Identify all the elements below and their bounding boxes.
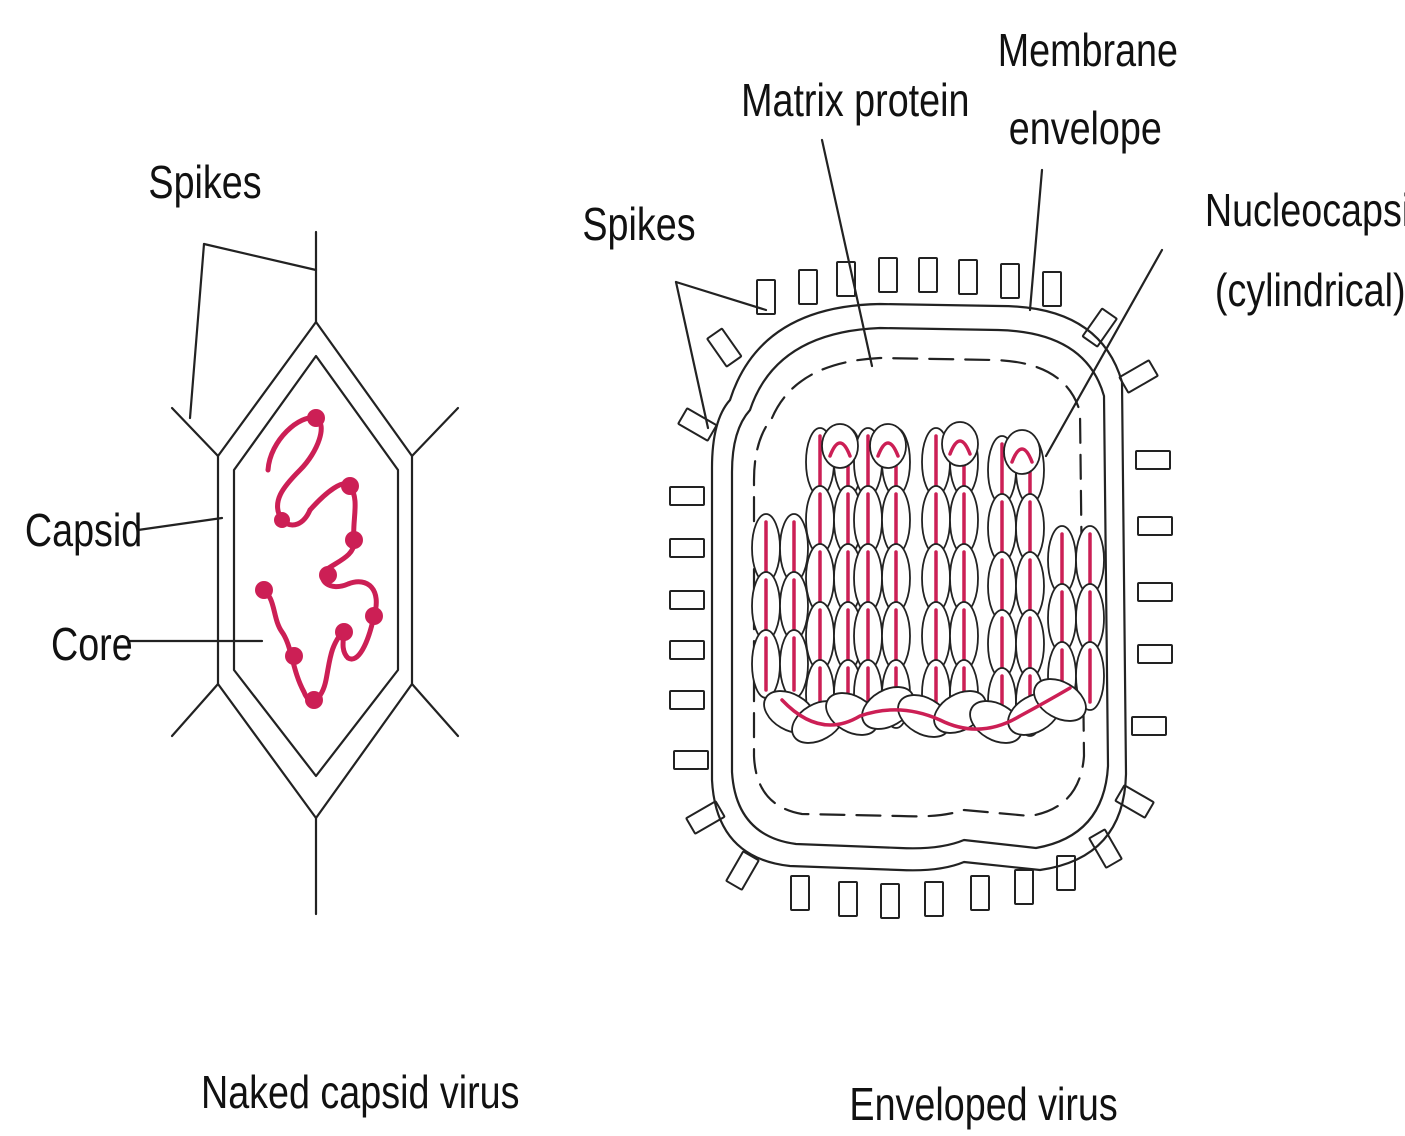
envelope-spike — [670, 691, 704, 709]
envelope-spike — [839, 882, 857, 916]
envelope-spike — [959, 260, 977, 294]
envelope-spike — [919, 258, 937, 292]
envelope-spike — [707, 328, 741, 366]
envelope-spike — [799, 270, 817, 304]
nucleocapsid-label-line2: (cylindrical) — [1215, 264, 1405, 315]
enveloped-spikes-label: Spikes — [582, 198, 695, 249]
nucleocapsid-label-line1: Nucleocapsid — [1205, 184, 1405, 235]
nucleocapsid-capsomer — [822, 424, 858, 468]
naked-spikes-label: Spikes — [148, 156, 261, 207]
envelope-spike — [1138, 517, 1172, 535]
capsid-outer-hexagon — [218, 322, 412, 818]
envelope-spike — [1136, 451, 1170, 469]
envelope-spike — [1138, 583, 1172, 601]
envelope-spike — [670, 539, 704, 557]
envelope-spike — [1115, 785, 1153, 818]
core-nucleic-acid — [255, 409, 383, 709]
envelope-spike — [1001, 264, 1019, 298]
enveloped-virus-caption: Enveloped virus — [849, 1078, 1117, 1129]
envelope-spike — [670, 641, 704, 659]
capsid-label: Capsid — [25, 504, 142, 555]
enveloped-leader-lines — [676, 140, 1162, 456]
envelope-spike — [879, 258, 897, 292]
envelope-spike — [670, 487, 704, 505]
envelope-spike — [881, 884, 899, 918]
envelope-spike — [791, 876, 809, 910]
envelope-spike — [670, 591, 704, 609]
membrane-envelope-label-line1: Membrane — [998, 24, 1178, 75]
envelope-spike — [1043, 272, 1061, 306]
matrix-protein-label: Matrix protein — [741, 74, 969, 125]
envelope-spike — [678, 408, 716, 441]
envelope-spike — [674, 751, 708, 769]
envelope-spike — [1119, 360, 1157, 393]
naked-capsid-virus: Spikes Capsid Core Naked capsid virus — [25, 156, 520, 1117]
nucleocapsid-capsomer — [870, 424, 906, 468]
capsid-leader-line — [138, 518, 222, 530]
envelope-spike — [925, 882, 943, 916]
naked-spikes — [172, 232, 458, 914]
envelope-spike — [1138, 645, 1172, 663]
membrane-envelope-label-line2: envelope — [1009, 102, 1162, 153]
nucleocapsid-capsomer — [1004, 430, 1040, 474]
spikes-leader-lines — [190, 244, 316, 418]
envelope-spike — [1132, 717, 1166, 735]
envelope-spike — [1015, 870, 1033, 904]
nucleocapsid-capsomer — [942, 422, 978, 466]
envelope-spike — [971, 876, 989, 910]
core-label: Core — [51, 618, 133, 669]
nucleocapsid-helix — [752, 422, 1104, 752]
enveloped-virus: Matrix protein Membrane envelope Spikes … — [582, 24, 1405, 1129]
naked-capsid-caption: Naked capsid virus — [201, 1066, 520, 1117]
